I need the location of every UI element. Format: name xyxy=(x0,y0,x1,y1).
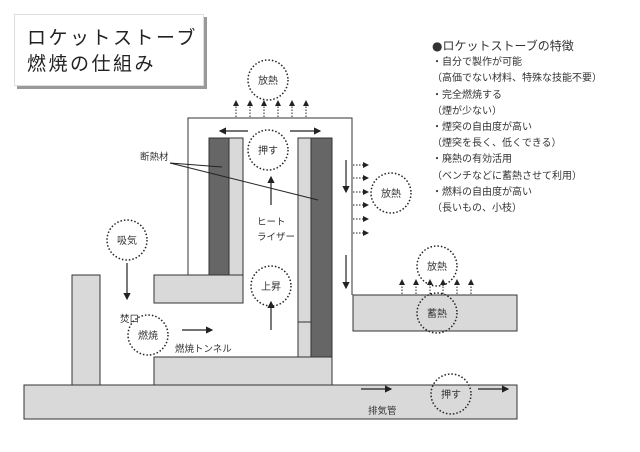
feed-ledge xyxy=(153,274,244,304)
feature-item: （煙突を長く、低くできる） xyxy=(432,138,562,150)
features-list: ●ロケットストーブの特徴 ・自分で製作が可能 （高価でない材料、特殊な技能不要）… xyxy=(432,38,602,217)
feature-item: （煙が少ない） xyxy=(432,105,502,117)
bubble-label: 押す xyxy=(441,388,461,401)
riser-wall-left xyxy=(228,137,244,276)
feed-post xyxy=(71,274,101,386)
dotted-circle-icon xyxy=(430,373,472,415)
insulation-right xyxy=(310,137,333,358)
insulation-left xyxy=(208,137,230,276)
title-line1: ロケットストーブ xyxy=(27,27,198,49)
bubble-label: 放熱 xyxy=(427,260,447,273)
label-exhaust-pipe: 排気管 xyxy=(368,405,397,417)
label-feed-opening: 焚口 xyxy=(120,314,139,325)
dotted-circle-icon xyxy=(370,172,412,214)
feature-item: （高価でない材料、特殊な技能不要） xyxy=(432,73,602,85)
dotted-circle-icon xyxy=(416,292,458,334)
feature-item: ・完全燃焼する xyxy=(432,89,502,101)
dotted-circle-icon xyxy=(416,245,458,287)
dotted-circle-icon xyxy=(250,265,292,307)
feature-item: ・自分で製作が可能 xyxy=(432,57,522,69)
bubble-storage: 蓄熱 xyxy=(416,292,458,334)
bubble-label: 放熱 xyxy=(381,187,401,200)
bubble-label: 燃焼 xyxy=(138,329,158,342)
bubble-label: 放熱 xyxy=(258,74,278,87)
dotted-circle-icon xyxy=(247,129,289,171)
feature-item: ・燃料の自由度が高い xyxy=(432,186,532,198)
feature-item: ・廃熱の有効活用 xyxy=(432,154,512,166)
bubble-top-heat: 放熱 xyxy=(247,59,289,101)
dotted-circle-icon xyxy=(106,219,148,261)
bubble-label: 上昇 xyxy=(261,281,281,293)
bubble-exhaust-push: 押す xyxy=(430,373,472,415)
bubble-rise: 上昇 xyxy=(250,265,292,307)
label-burn-tunnel: 燃焼トンネル xyxy=(175,343,232,355)
bubble-label: 蓄熱 xyxy=(427,307,447,320)
title-line2: 燃焼の仕組み xyxy=(27,53,157,75)
title-box: ロケットストーブ 燃焼の仕組み xyxy=(14,14,204,86)
features-heading: ●ロケットストーブの特徴 xyxy=(432,39,574,53)
bubble-bench-heat: 放熱 xyxy=(416,245,458,287)
feature-item: （長いもの、小枝） xyxy=(432,203,522,215)
bubble-top-push: 押す xyxy=(247,129,289,171)
feature-item: （ベンチなどに蓄熱させて利用） xyxy=(432,170,582,182)
feature-item: ・煙突の自由度が高い xyxy=(432,122,532,134)
storage-bench xyxy=(352,294,518,332)
label-heat-riser-2: ライザー xyxy=(257,232,295,243)
tunnel-floor xyxy=(153,356,333,386)
dotted-circle-icon xyxy=(247,59,289,101)
bubble-side-heat: 放熱 xyxy=(370,172,412,214)
label-heat-riser-1: ヒート xyxy=(257,217,286,228)
bubble-combustion: 燃焼 xyxy=(127,314,169,356)
bubble-intake: 吸気 xyxy=(106,219,148,261)
label-insulation: 断熱材 xyxy=(140,151,169,163)
drum-outline xyxy=(187,117,353,295)
riser-wall-right xyxy=(297,137,312,358)
bubble-label: 押す xyxy=(258,144,278,157)
dotted-circle-icon xyxy=(127,314,169,356)
bubble-label: 吸気 xyxy=(117,234,137,247)
